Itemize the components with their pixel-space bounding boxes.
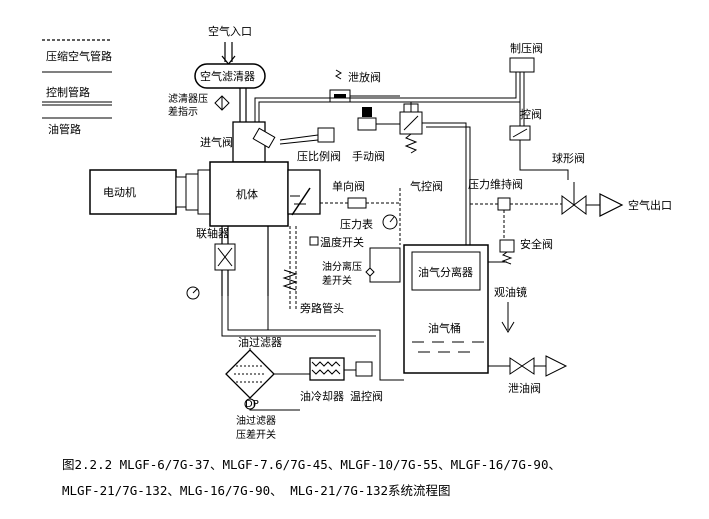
ball-valve-label: 球形阀: [552, 151, 585, 165]
pressure-ratio-valve-label: 压比例阀: [297, 149, 341, 163]
air-filter: 空气滤清器: [194, 63, 266, 89]
manual-valve-label: 手动阀: [352, 149, 385, 163]
control-valve: 控阀: [509, 107, 542, 141]
motor-label: 电动机: [103, 185, 136, 199]
filter-pressure-indicator-label: 滤清器压差指示: [168, 92, 208, 118]
sight-glass-label: 观油镜: [494, 285, 527, 299]
oil-cooler-label: 油冷却器: [300, 389, 344, 403]
oil-filter-switch: DP 油过滤器压差开关: [236, 398, 276, 441]
intake-valve-label: 进气阀: [200, 135, 233, 149]
legend-compressed-air-label: 压缩空气管路: [46, 49, 112, 63]
legend: 压缩空气管路 控制管路 油管路: [42, 39, 112, 136]
filter-pressure-indicator: 滤清器压差指示: [168, 92, 230, 118]
oil-separator-label: 油气分离器: [418, 265, 473, 279]
legend-oil-label: 油管路: [48, 122, 81, 136]
safety-valve-label: 安全阀: [520, 237, 553, 251]
ball-valve: 球形阀: [552, 151, 587, 215]
safety-valve: 安全阀: [499, 237, 553, 265]
air-inlet: 空气入口: [208, 24, 252, 65]
vent-valve: 泄放阀: [329, 69, 381, 103]
figure-caption-line-1: 图2.2.2 MLGF-6/7G-37、MLGF-7.6/7G-45、MLGF-…: [62, 457, 561, 472]
gauge-small-icon: [186, 286, 200, 300]
solenoid-valve: 制压阀: [509, 41, 543, 73]
manual-valve: 手动阀: [352, 107, 385, 163]
oil-filter-label: 油过滤器: [238, 335, 282, 349]
pressure-maintaining-valve-label: 压力维持阀: [468, 177, 523, 191]
control-lines: [254, 70, 569, 245]
air-inlet-label: 空气入口: [208, 24, 252, 38]
pressure-maintaining-valve: 压力维持阀: [468, 177, 523, 211]
legend-control-label: 控制管路: [46, 85, 90, 99]
airend: 机体: [209, 161, 321, 227]
oil-tank: 油气分离器 油气桶: [403, 244, 489, 374]
temp-switch-label: 温度开关: [320, 235, 364, 249]
drain-valve: 泄油阀: [508, 355, 568, 395]
check-valve-label: 单向阀: [332, 179, 365, 193]
oil-tank-label: 油气桶: [428, 321, 461, 335]
thermo-valve-label: 温控阀: [350, 389, 383, 403]
oil-stop-valve: [214, 243, 236, 271]
control-valve-label: 控阀: [520, 107, 542, 121]
temp-switch: 温度开关: [309, 235, 364, 249]
solenoid-valve-label: 制压阀: [510, 41, 543, 55]
intake-valve: 进气阀: [200, 121, 276, 163]
air-outlet-label: 空气出口: [628, 198, 672, 212]
sight-glass: 观油镜: [494, 285, 527, 333]
airend-label: 机体: [236, 187, 258, 201]
drain-valve-label: 泄油阀: [508, 381, 541, 395]
oil-cooler: 油冷却器: [300, 357, 345, 403]
pressure-gauge-label: 压力表: [340, 217, 373, 231]
motor: 电动机: [89, 169, 187, 215]
bypass-label: 旁路管头: [300, 301, 344, 315]
dp-marker: DP: [245, 399, 259, 410]
oil-filter: 油过滤器: [225, 335, 282, 399]
separator-pressure-switch: 油分离压差开关: [322, 247, 401, 287]
pressure-gauge: 压力表: [340, 214, 398, 231]
sep-pressure-switch-label: 油分离压差开关: [322, 260, 362, 287]
figure-caption-line-2: MLGF-21/7G-132、MLG-16/7G-90、 MLG-21/7G-1…: [62, 483, 451, 498]
vent-valve-label: 泄放阀: [348, 70, 381, 84]
air-filter-label: 空气滤清器: [200, 69, 255, 83]
check-valve: 单向阀: [332, 179, 367, 209]
pressure-ratio-valve: 压比例阀: [297, 127, 341, 163]
air-control-valve-label: 气控阀: [410, 179, 443, 193]
thermo-valve: 温控阀: [350, 361, 383, 403]
coupling-label: 联轴器: [196, 226, 229, 240]
oil-filter-switch-label: 油过滤器压差开关: [236, 414, 276, 441]
bypass: 旁路管头: [282, 226, 344, 315]
air-outlet: 空气出口: [599, 193, 672, 217]
